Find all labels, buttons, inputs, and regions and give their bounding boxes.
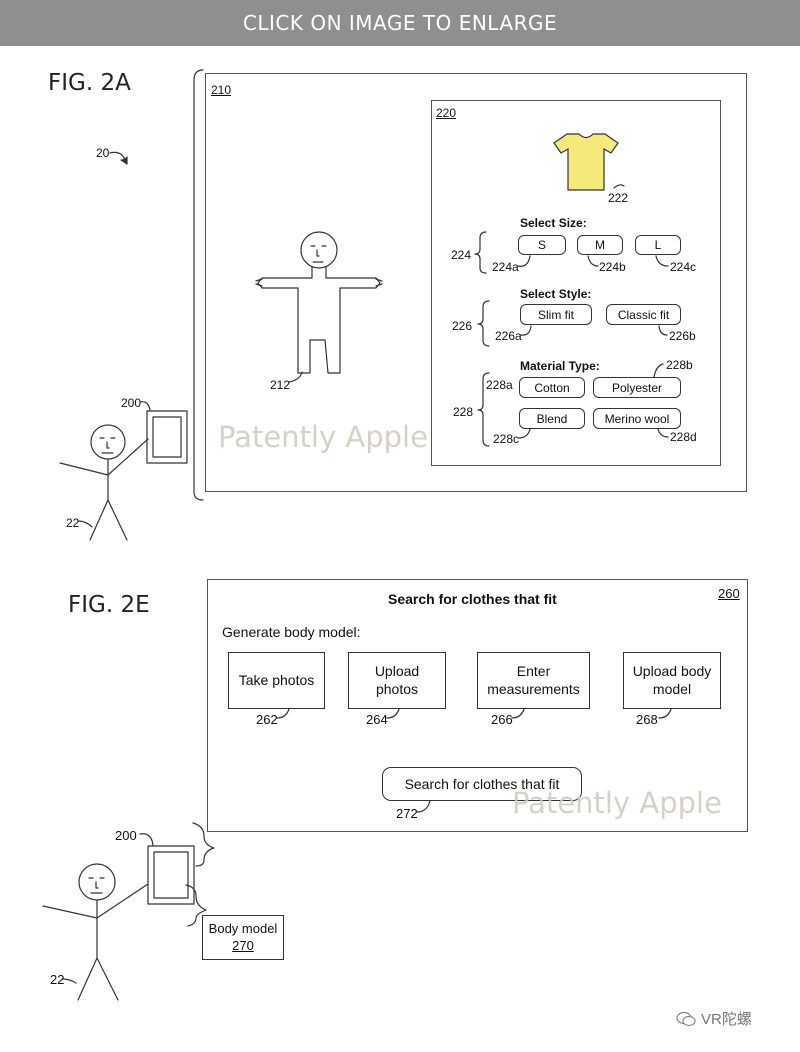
select-style-heading: Select Style: <box>520 287 592 301</box>
polyester-ref: 228b <box>666 358 693 372</box>
size-l-ref: 224c <box>670 260 697 274</box>
body-model-box: Body model 270 <box>202 915 284 960</box>
fig-2e-title: FIG. 2E <box>68 592 150 618</box>
take-photos-button[interactable]: Take photos <box>228 652 325 709</box>
device-ref-arrowhead <box>120 156 128 165</box>
generate-body-model-label: Generate body model: <box>222 624 361 640</box>
size-m-ref: 224b <box>599 260 626 274</box>
wechat-account-name: VR陀螺 <box>701 1011 752 1028</box>
cotton-ref: 228a <box>486 378 513 392</box>
tablet-device-2a <box>146 410 188 464</box>
wechat-icon <box>676 1011 696 1026</box>
tablet-screen-2e <box>153 851 189 899</box>
screen-ref-label: 210 <box>211 83 232 97</box>
cotton-button[interactable]: Cotton <box>519 377 585 398</box>
search-button-ref: 272 <box>396 806 418 821</box>
user-ref-label-2a: 22 <box>66 516 80 530</box>
wechat-badge: VR陀螺 <box>676 1008 752 1029</box>
fig-2a-title: FIG. 2A <box>48 70 131 96</box>
screen-260-ref: 260 <box>718 586 740 601</box>
screen-bracket <box>193 69 204 501</box>
body-model-label: Body model <box>208 920 278 936</box>
size-s-button[interactable]: S <box>518 235 566 255</box>
device-ref-label: 20 <box>96 146 110 160</box>
slim-fit-button[interactable]: Slim fit <box>520 304 592 325</box>
tablet-ref-label-2e: 200 <box>115 828 137 843</box>
user-ref-leader-2a <box>77 520 93 528</box>
style-group-ref: 226 <box>452 319 473 333</box>
enter-measurements-label: Enter measurements <box>487 663 580 697</box>
upload-body-model-label: Upload body model <box>632 663 712 697</box>
tablet-ref-leader-2a <box>139 401 151 411</box>
enter-measurements-button[interactable]: Enter measurements <box>477 652 590 709</box>
upload-photos-button[interactable]: Upload photos <box>348 652 446 709</box>
size-s-ref: 224a <box>492 260 519 274</box>
avatar-ref-label: 212 <box>270 378 291 392</box>
shirt-ref-label: 222 <box>608 191 629 205</box>
select-size-heading: Select Size: <box>520 216 587 230</box>
tshirt-icon[interactable] <box>553 133 619 191</box>
material-type-heading: Material Type: <box>520 359 600 373</box>
panel-ref-label: 220 <box>436 106 457 120</box>
enter-measurements-ref: 266 <box>491 712 513 727</box>
material-group-ref: 228 <box>453 405 474 419</box>
blend-ref: 228c <box>493 432 520 446</box>
classic-fit-ref: 226b <box>669 329 696 343</box>
upload-body-model-button[interactable]: Upload body model <box>623 652 721 709</box>
size-l-button[interactable]: L <box>635 235 681 255</box>
tablet-ref-label-2a: 200 <box>121 396 142 410</box>
body-model-ref: 270 <box>232 937 254 953</box>
polyester-button[interactable]: Polyester <box>593 377 681 398</box>
take-photos-ref: 262 <box>256 712 278 727</box>
upload-photos-label: Upload photos <box>374 663 420 697</box>
search-heading: Search for clothes that fit <box>388 591 557 607</box>
tablet-ref-leader-2e <box>139 833 154 847</box>
watermark-2e: Patently Apple <box>512 786 722 820</box>
take-photos-label: Take photos <box>238 671 315 688</box>
search-clothes-button[interactable]: Search for clothes that fit <box>382 767 582 801</box>
size-group-ref: 224 <box>451 248 472 262</box>
user-ref-label-2e: 22 <box>50 972 65 987</box>
upload-photos-ref: 264 <box>366 712 388 727</box>
merino-wool-ref: 228d <box>670 430 697 444</box>
upload-body-model-ref: 268 <box>636 712 658 727</box>
blend-button[interactable]: Blend <box>519 408 585 429</box>
merino-wool-button[interactable]: Merino wool <box>593 408 681 429</box>
size-m-button[interactable]: M <box>577 235 623 255</box>
enlarge-banner[interactable]: CLICK ON IMAGE TO ENLARGE <box>0 0 800 46</box>
tablet-screen-2a <box>152 416 182 458</box>
slim-fit-ref: 226a <box>495 329 522 343</box>
tablet-device-2e <box>147 845 195 905</box>
device-ref-arrow <box>109 151 127 163</box>
classic-fit-button[interactable]: Classic fit <box>606 304 681 325</box>
watermark-2a: Patently Apple <box>218 420 428 454</box>
